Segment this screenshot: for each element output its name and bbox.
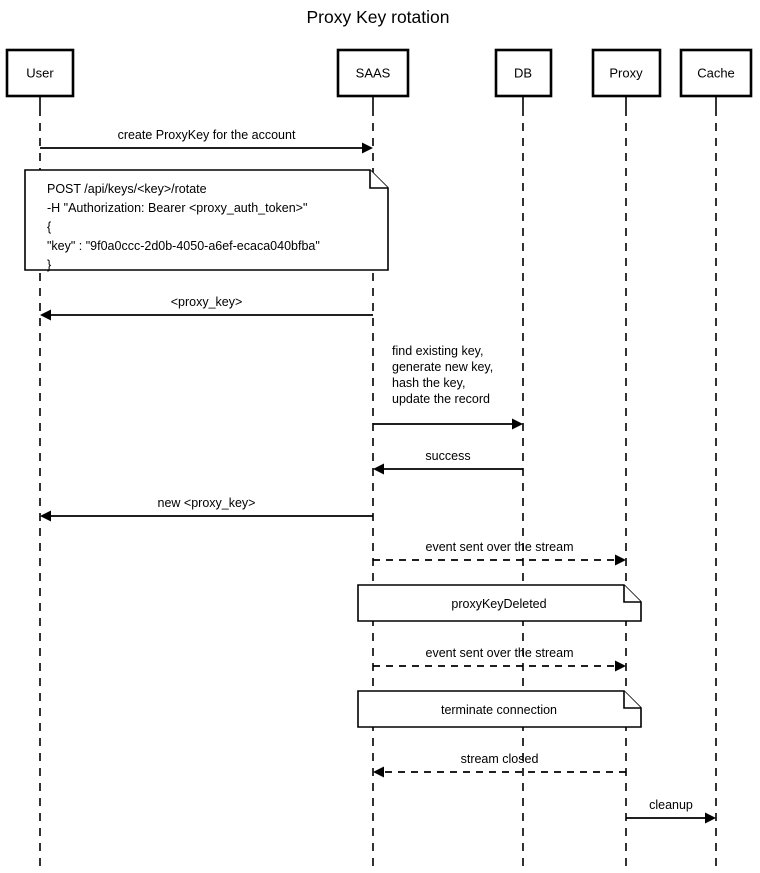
message-arrowhead xyxy=(362,142,373,154)
self-note-line: hash the key, xyxy=(392,376,465,390)
message-label: new <proxy_key> xyxy=(158,496,256,510)
note-body xyxy=(357,584,642,622)
message-create-proxykey: create ProxyKey for the account xyxy=(40,128,373,154)
message-event-stream-2: event sent over the stream xyxy=(373,646,626,672)
note-line: } xyxy=(47,258,51,272)
participant-label: DB xyxy=(514,65,532,80)
note-fold-corner xyxy=(623,585,641,603)
participant-box[interactable] xyxy=(494,48,553,98)
participant-cache[interactable]: Cache xyxy=(679,48,753,98)
note-line: { xyxy=(47,220,51,234)
participant-label: Proxy xyxy=(609,65,643,80)
note-line: proxyKeyDeleted xyxy=(451,597,546,611)
participant-label: Cache xyxy=(697,65,735,80)
message-arrowhead xyxy=(373,766,384,778)
message-arrowhead xyxy=(512,418,523,430)
message-update-record xyxy=(373,418,523,430)
participant-db[interactable]: DB xyxy=(494,48,553,98)
message-label: <proxy_key> xyxy=(171,295,243,309)
message-arrowhead xyxy=(40,510,51,522)
self-note-line: generate new key, xyxy=(392,360,493,374)
self-note-line: find existing key, xyxy=(392,344,483,358)
participant-label: SAAS xyxy=(356,65,391,80)
note-fold-corner xyxy=(369,170,388,189)
message-label: event sent over the stream xyxy=(426,646,574,660)
message-arrowhead xyxy=(40,309,51,321)
note-post-rotate-request: POST /api/keys/<key>/rotate -H "Authoriza… xyxy=(24,169,389,272)
message-label: success xyxy=(425,449,470,463)
message-label: cleanup xyxy=(649,798,693,812)
message-label: create ProxyKey for the account xyxy=(118,128,296,142)
participant-box[interactable] xyxy=(591,48,662,98)
note-line: POST /api/keys/<key>/rotate xyxy=(47,182,207,196)
message-arrowhead xyxy=(615,660,626,672)
message-arrowhead xyxy=(615,554,626,566)
note-line: terminate connection xyxy=(441,703,557,717)
note-line: -H "Authorization: Bearer <proxy_auth_to… xyxy=(47,201,307,215)
participant-box[interactable] xyxy=(5,48,75,98)
messages-layer: create ProxyKey for the account <proxy_ke… xyxy=(40,128,716,824)
note-proxykeydeleted-note: proxyKeyDeleted xyxy=(357,584,642,622)
notes-layer: POST /api/keys/<key>/rotate -H "Authoriza… xyxy=(24,169,642,728)
note-body xyxy=(357,690,642,728)
page-title: Proxy Key rotation xyxy=(307,7,450,27)
participant-box[interactable] xyxy=(679,48,753,98)
note-body xyxy=(24,169,389,271)
message-arrowhead xyxy=(705,812,716,824)
message-label: event sent over the stream xyxy=(426,540,574,554)
self-note-line: update the record xyxy=(392,392,490,406)
participant-box[interactable] xyxy=(336,48,410,98)
note-fold-corner xyxy=(623,691,641,709)
message-proxy-key-reply: <proxy_key> xyxy=(40,295,373,321)
message-cleanup: cleanup xyxy=(626,798,716,824)
message-event-stream-1: event sent over the stream xyxy=(373,540,626,566)
note-terminate-connection-note: terminate connection xyxy=(357,690,642,728)
message-db-success: success xyxy=(373,449,523,475)
participant-saas[interactable]: SAAS xyxy=(336,48,410,98)
message-new-proxy-key: new <proxy_key> xyxy=(40,496,373,522)
participants-layer: User SAAS DB Proxy Cache xyxy=(5,48,753,98)
participant-proxy[interactable]: Proxy xyxy=(591,48,662,98)
message-stream-closed: stream closed xyxy=(373,752,626,778)
message-label: stream closed xyxy=(461,752,539,766)
participant-user[interactable]: User xyxy=(5,48,75,98)
self-note-saas-key-work: find existing key, generate new key, hash … xyxy=(392,344,493,406)
message-arrowhead xyxy=(373,463,384,475)
participant-label: User xyxy=(26,65,54,80)
note-line: "key" : "9f0a0ccc-2d0b-4050-a6ef-ecaca04… xyxy=(47,239,320,253)
